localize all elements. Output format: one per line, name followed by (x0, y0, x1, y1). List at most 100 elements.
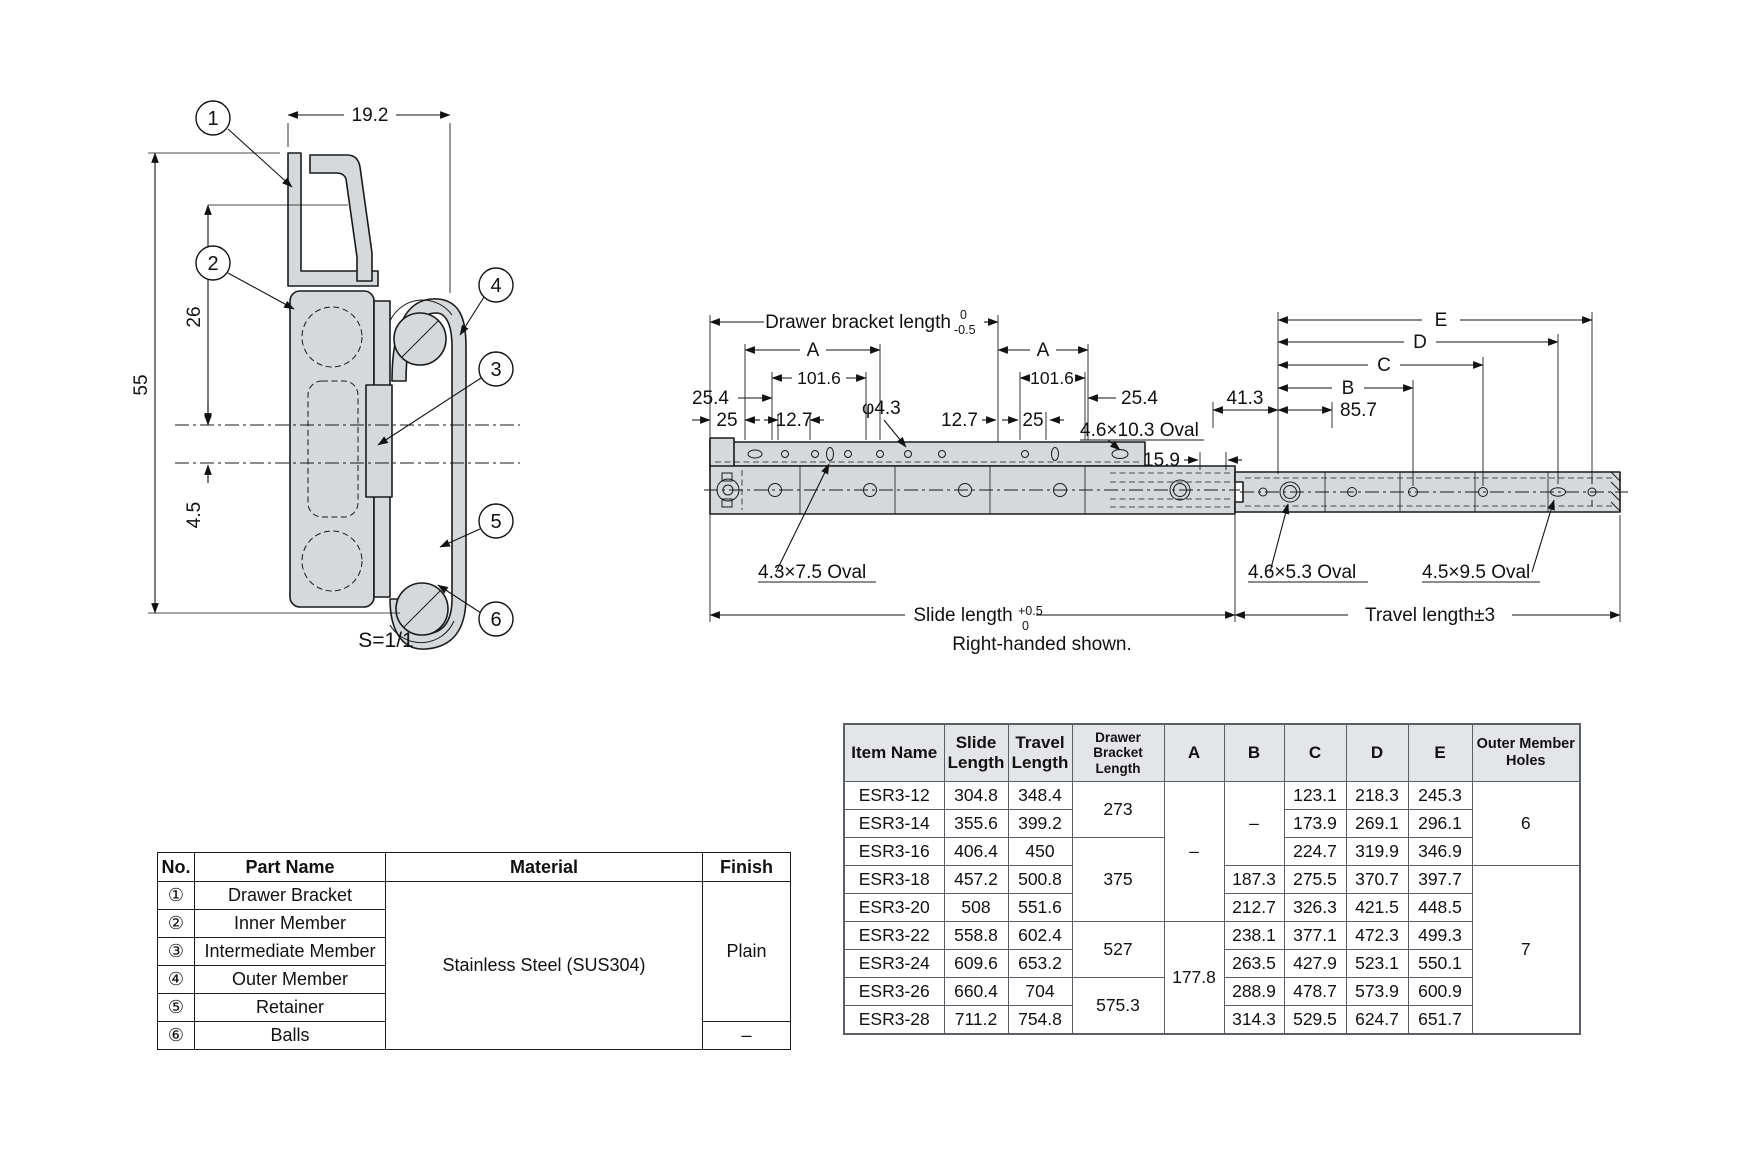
cross-section-profile (287, 152, 467, 650)
cell: 651.7 (1407, 1005, 1473, 1035)
inner-detail (307, 380, 359, 518)
cell: 377.1 (1283, 921, 1347, 950)
col-travel-length: Travel Length (1007, 723, 1073, 782)
cell: 6 (1471, 781, 1581, 866)
slide-tol-bottom: 0 (1022, 619, 1029, 633)
cell: 527 (1071, 921, 1165, 978)
scale-label: S=1/1 (358, 629, 413, 652)
cell: 550.1 (1407, 949, 1473, 978)
parts-row: ④ Outer Member (157, 965, 791, 994)
dim-offset: 4.5 (184, 502, 205, 528)
dim-rear-pitch: 85.7 (1340, 400, 1377, 421)
cell: 319.9 (1345, 837, 1409, 866)
cell: 575.3 (1071, 977, 1165, 1035)
cell: 427.9 (1283, 949, 1347, 978)
spec-row: ESR3-18 457.2 500.8 187.3 275.5 370.7 39… (843, 865, 1581, 1035)
cell: 7 (1471, 865, 1581, 1035)
cell: 304.8 (943, 781, 1009, 810)
spec-row: ESR3-12 304.8 348.4 273 – – 123.1 218.3 … (843, 781, 1581, 922)
cell: 499.3 (1407, 921, 1473, 950)
cell: 238.1 (1223, 921, 1285, 950)
dim-pitch-rear: 101.6 (1030, 368, 1074, 388)
orientation-note: Right-handed shown. (952, 634, 1132, 655)
hole-dia43 (904, 450, 912, 458)
cell: 457.2 (943, 865, 1009, 894)
ball-bottom-hatch (403, 590, 441, 628)
cell: 421.5 (1345, 893, 1409, 922)
parts-row: ⑤ Retainer (157, 993, 791, 1022)
callout-4: 4 (459, 267, 514, 336)
parts-table: No. Part Name Material Finish ① Drawer B… (157, 852, 791, 1050)
parts-header-row: No. Part Name Material Finish (157, 852, 791, 882)
cell: 263.5 (1223, 949, 1285, 978)
label-oval-rear: 4.5×9.5 Oval (1422, 562, 1530, 583)
retainer-bottom (389, 620, 455, 644)
spec-header-row: Item Name Slide Length Travel Length Dra… (843, 723, 1581, 782)
spec-row: ESR3-28 711.2 754.8 314.3 529.5 624.7 65… (843, 1005, 1580, 1035)
cell: 602.4 (1007, 921, 1073, 950)
cell: 224.7 (1283, 837, 1347, 866)
cell: – (1223, 781, 1285, 866)
part-name: Drawer Bracket (194, 881, 386, 910)
col-c: C (1283, 723, 1347, 782)
part-name: Retainer (194, 993, 386, 1022)
col-b: B (1223, 723, 1285, 782)
part-name: Balls (194, 1021, 386, 1050)
ball-hidden-bottom (301, 530, 363, 592)
ball-hidden-top (301, 306, 363, 368)
cell: ESR3-28 (843, 1005, 945, 1035)
retainer-top (389, 299, 453, 322)
dim-end-front: 25 (716, 410, 737, 431)
callout-5: 5 (439, 503, 514, 548)
oval-hole-4375 (826, 447, 834, 461)
finish-balls-cell: – (702, 1021, 791, 1050)
part-name: Outer Member (194, 965, 386, 994)
cell: 406.4 (943, 837, 1009, 866)
callout-2: 2 (195, 245, 295, 310)
dim-half-pitch-front: 12.7 (776, 410, 813, 431)
parts-row: ① Drawer Bracket Stainless Steel (SUS304… (157, 881, 791, 1050)
cell: 558.8 (943, 921, 1009, 950)
cell: 296.1 (1407, 809, 1473, 838)
front-tab (709, 437, 735, 471)
col-e: E (1407, 723, 1473, 782)
part-name: Intermediate Member (194, 937, 386, 966)
side-view-drawing: Drawer bracket length 0 -0.5 A A 101.6 1… (692, 308, 1628, 633)
slide-assembly (704, 437, 1628, 515)
cell: 123.1 (1283, 781, 1347, 810)
col-d: D (1345, 723, 1409, 782)
material-cell: Stainless Steel (SUS304) (385, 881, 703, 1050)
cell: ESR3-12 (843, 781, 945, 810)
col-item-name: Item Name (843, 723, 945, 782)
part-no: ③ (157, 937, 195, 966)
cell: 187.3 (1223, 865, 1285, 894)
cell: 326.3 (1283, 893, 1347, 922)
cell: 288.9 (1223, 977, 1285, 1006)
spec-row: ESR3-22 558.8 602.4 527 177.8 238.1 377.… (843, 921, 1580, 1035)
spec-row: ESR3-14 355.6 399.2 173.9 269.1 296.1 (843, 809, 1580, 838)
cell: ESR3-26 (843, 977, 945, 1006)
bracket-hook (309, 154, 373, 282)
spec-row: ESR3-16 406.4 450 375 224.7 319.9 346.9 (843, 837, 1580, 922)
cell: 529.5 (1283, 1005, 1347, 1035)
part-no: ④ (157, 965, 195, 994)
part-no: ⑤ (157, 993, 195, 1022)
cell: 177.8 (1163, 921, 1225, 1035)
cell: 448.5 (1407, 893, 1473, 922)
dim-offset-rear: 15.9 (1143, 450, 1180, 471)
svg-text:6: 6 (490, 609, 501, 631)
dim-a-front: A (807, 340, 820, 361)
dim-b: B (1342, 378, 1355, 399)
cell: 660.4 (943, 977, 1009, 1006)
cell: 346.9 (1407, 837, 1473, 866)
callout-3: 3 (377, 351, 514, 446)
dim-upper: 26 (184, 306, 205, 327)
dim-edge-rear: 25.4 (1121, 388, 1158, 409)
svg-text:1: 1 (207, 108, 218, 130)
cell: 355.6 (943, 809, 1009, 838)
dim-e: E (1435, 310, 1448, 331)
label-oval-top: 4.6×10.3 Oval (1080, 420, 1199, 441)
part-no: ⑥ (157, 1021, 195, 1050)
cell: ESR3-24 (843, 949, 945, 978)
cell: 275.5 (1283, 865, 1347, 894)
